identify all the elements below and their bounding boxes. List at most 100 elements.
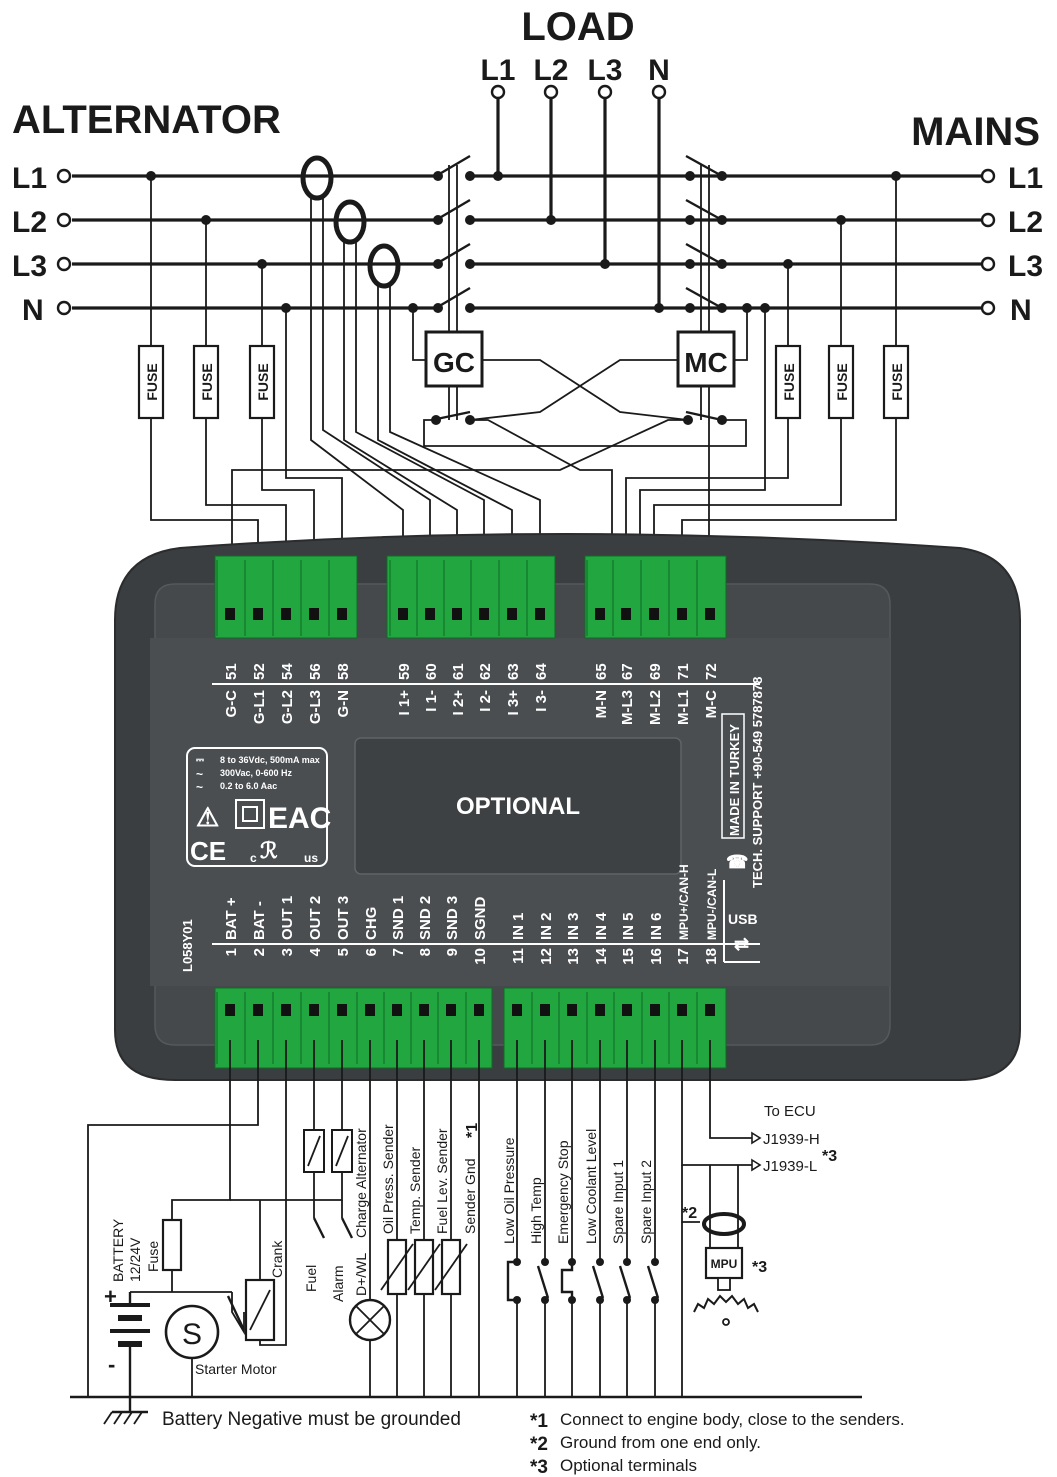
bottom-terminal-number-8: 8 — [417, 948, 434, 956]
starter-symbol: S — [182, 1318, 202, 1351]
fuse-label-battery: Fuse — [145, 1241, 161, 1272]
top-terminal-name-63: I 3+ — [505, 690, 522, 716]
top-terminal-name-65: M-N — [593, 690, 610, 718]
battery-plus-sign: + — [104, 1284, 117, 1309]
j1939-mark: *3 — [822, 1148, 837, 1165]
top-terminal-number-63: 63 — [505, 663, 522, 680]
estop-label: Emergency Stop — [555, 1140, 571, 1244]
bottom-terminal-number-4: 4 — [307, 947, 324, 956]
dc-symbol-icon: ⎓ — [196, 755, 204, 766]
gc-contactor: GC — [424, 154, 484, 425]
mains-phase-l1: L1 — [1008, 162, 1043, 195]
fuel-label: Fuel — [303, 1265, 319, 1292]
bottom-terminal-number-15: 15 — [620, 948, 637, 965]
top-terminal-name-54: G-L2 — [279, 690, 296, 724]
ct-l1 — [300, 155, 334, 201]
usb-icon: ⇄ — [734, 934, 749, 954]
bottom-pin-17 — [677, 1004, 687, 1016]
optional-label: OPTIONAL — [456, 793, 580, 820]
top-pin-56 — [309, 608, 319, 620]
bottom-connector-block-2 — [503, 987, 727, 1069]
bottom-pin-12 — [540, 1004, 550, 1016]
ul-c-mark: c — [250, 851, 257, 865]
warning-icon: ⚠ — [196, 802, 219, 832]
ground-note: Battery Negative must be grounded — [162, 1409, 461, 1430]
mc-label: MC — [684, 347, 728, 378]
top-pin-58 — [337, 608, 347, 620]
oil-sender-label: Oil Press. Sender — [380, 1124, 396, 1234]
bottom-terminal-number-14: 14 — [593, 947, 610, 964]
bottom-terminal-name-15: IN 5 — [620, 912, 637, 940]
eac-mark: EAC — [268, 802, 331, 835]
fuse-label-mains-1: FUSE — [781, 363, 797, 400]
sender-gnd-mark: *1 — [464, 1123, 481, 1138]
top-terminal-number-71: 71 — [675, 663, 692, 680]
spare2-label: Spare Input 2 — [638, 1160, 654, 1244]
rating-ac-current: 0.2 to 6.0 Aac — [220, 781, 277, 791]
top-pin-63 — [507, 608, 517, 620]
bus-terminals — [56, 84, 996, 316]
top-terminal-number-58: 58 — [335, 663, 352, 680]
high-temp-label: High Temp — [528, 1177, 544, 1244]
rating-ac-voltage: 300Vac, 0-600 Hz — [220, 768, 293, 778]
ratings-panel: 8 to 36Vdc, 500mA max 300Vac, 0-600 Hz 0… — [186, 747, 331, 867]
alt-phase-l2: L2 — [12, 206, 47, 239]
bottom-pin-14 — [595, 1004, 605, 1016]
alt-phase-n: N — [22, 294, 44, 327]
top-terminal-name-52: G-L1 — [251, 690, 268, 724]
low-coolant-label: Low Coolant Level — [583, 1129, 599, 1244]
top-terminal-number-72: 72 — [703, 663, 720, 680]
load-phase-l3: L3 — [587, 54, 622, 87]
bottom-terminal-name-10: SGND — [472, 896, 489, 940]
top-terminal-name-61: I 2+ — [450, 690, 467, 716]
mains-title: MAINS — [911, 110, 1040, 154]
bottom-terminal-number-6: 6 — [363, 948, 380, 956]
top-connector-block-3 — [584, 555, 727, 639]
top-terminal-number-65: 65 — [593, 663, 610, 680]
alarm-label: Alarm — [330, 1265, 346, 1302]
bottom-pin-3 — [281, 1004, 291, 1016]
top-terminal-number-67: 67 — [619, 663, 636, 680]
to-ecu-label: To ECU — [764, 1103, 816, 1120]
bottom-terminal-number-5: 5 — [335, 948, 352, 956]
top-terminal-number-59: 59 — [396, 663, 413, 680]
top-terminal-number-61: 61 — [450, 663, 467, 680]
ul-us-mark: us — [304, 851, 318, 865]
top-terminal-name-58: G-N — [335, 690, 352, 718]
bottom-terminal-number-2: 2 — [251, 948, 268, 956]
bottom-pin-6 — [365, 1004, 375, 1016]
top-terminal-name-62: I 2- — [477, 690, 494, 712]
top-terminal-name-51: G-C — [223, 690, 240, 718]
bottom-terminal-number-18: 18 — [703, 948, 720, 965]
alternator-title: ALTERNATOR — [12, 98, 281, 142]
top-pin-72 — [705, 608, 715, 620]
bottom-terminal-name-1: BAT + — [223, 897, 240, 940]
ac-symbol-icon: ~ — [196, 767, 203, 781]
ct-l2 — [333, 199, 367, 245]
bottom-terminal-name-5: OUT 3 — [335, 896, 352, 940]
load-phase-l2: L2 — [533, 54, 568, 87]
shield-mark: *2 — [682, 1205, 697, 1222]
bottom-terminal-name-14: IN 4 — [593, 912, 610, 940]
ul-logo-icon: ℛ — [260, 838, 278, 863]
bottom-terminal-number-3: 3 — [279, 948, 296, 956]
bottom-terminal-name-3: OUT 1 — [279, 896, 296, 940]
bottom-pin-10 — [474, 1004, 484, 1016]
alt-phase-l1: L1 — [12, 162, 47, 195]
top-terminal-number-52: 52 — [251, 663, 268, 680]
j1939l-label: J1939-L — [763, 1158, 817, 1175]
top-terminal-name-56: G-L3 — [307, 690, 324, 724]
top-pin-54 — [281, 608, 291, 620]
top-terminal-name-72: M-C — [703, 690, 720, 718]
bottom-pin-18 — [705, 1004, 715, 1016]
top-terminal-name-60: I 1- — [423, 690, 440, 712]
top-pin-59 — [398, 608, 408, 620]
bottom-terminal-name-11: IN 1 — [510, 912, 527, 940]
bottom-terminal-number-17: 17 — [675, 948, 692, 965]
made-in-label: MADE IN TURKEY — [727, 724, 742, 836]
top-terminal-name-71: M-L1 — [675, 690, 692, 725]
note-3-mark: *3 — [530, 1457, 548, 1477]
bottom-connector-block-1 — [214, 987, 493, 1069]
